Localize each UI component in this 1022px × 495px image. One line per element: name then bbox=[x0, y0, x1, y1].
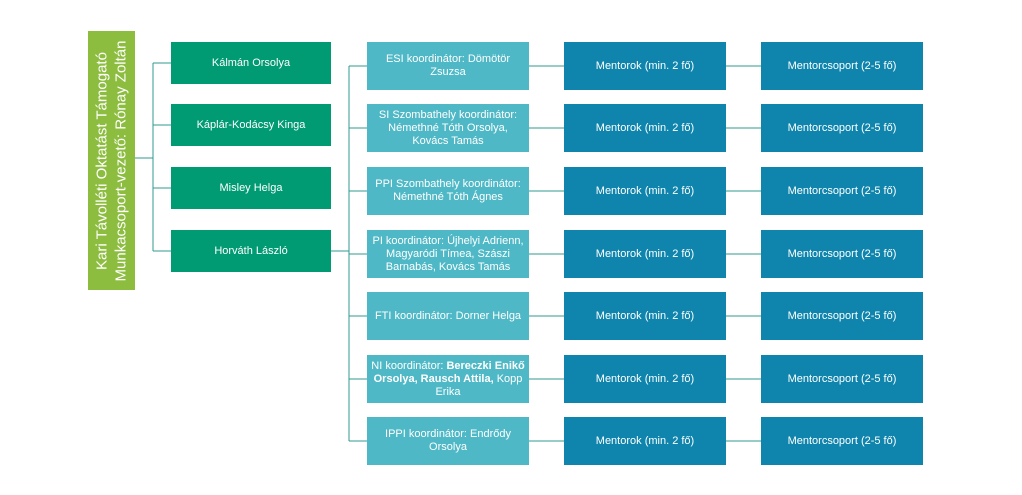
coordinator-node: IPPI koordinátor: Endrődy Orsolya bbox=[367, 417, 529, 465]
mentor-label: Mentorok (min. 2 fő) bbox=[595, 59, 695, 72]
coordinator-node: NI koordinátor: Bereczki Enikő Orsolya, … bbox=[367, 355, 529, 403]
mentor-group-node: Mentorcsoport (2-5 fő) bbox=[761, 104, 923, 152]
mentor-group-label: Mentorcsoport (2-5 fő) bbox=[787, 372, 897, 385]
coordinator-label: PPI Szombathely koordinátor: Némethné Tó… bbox=[371, 178, 525, 204]
coordinator-bold-names: Bereczki Enikő Orsolya, Rausch Attila, bbox=[373, 359, 525, 385]
member-node: Misley Helga bbox=[171, 167, 331, 209]
coordinator-label: SI Szombathely koordinátor: Némethné Tót… bbox=[371, 109, 525, 148]
mentor-label: Mentorok (min. 2 fő) bbox=[595, 247, 695, 260]
coordinator-text: FTI koordinátor: Dorner Helga bbox=[374, 309, 522, 322]
coordinator-node: ESI koordinátor: Dömötör Zsuzsa bbox=[367, 42, 529, 90]
mentor-group-node: Mentorcsoport (2-5 fő) bbox=[761, 292, 923, 340]
member-name: Misley Helga bbox=[219, 181, 283, 194]
mentor-node: Mentorok (min. 2 fő) bbox=[564, 167, 726, 215]
mentor-group-label: Mentorcsoport (2-5 fő) bbox=[787, 434, 897, 447]
mentor-group-label: Mentorcsoport (2-5 fő) bbox=[787, 184, 897, 197]
member-name: Kálmán Orsolya bbox=[211, 56, 291, 69]
coordinator-label: NI koordinátor: Bereczki Enikő Orsolya, … bbox=[371, 360, 525, 399]
coordinator-node: SI Szombathely koordinátor: Némethné Tót… bbox=[367, 104, 529, 152]
coordinator-tail: Kopp Erika bbox=[435, 372, 523, 398]
root-title-line2: Munkacsoport-vezető: Rónay Zoltán bbox=[112, 40, 130, 281]
mentor-node: Mentorok (min. 2 fő) bbox=[564, 230, 726, 278]
mentor-label: Mentorok (min. 2 fő) bbox=[595, 434, 695, 447]
root-node: Kari Távolléti Oktatást Támogató Munkacs… bbox=[88, 31, 135, 290]
coordinator-label: ESI koordinátor: Dömötör Zsuzsa bbox=[371, 53, 525, 79]
mentor-label: Mentorok (min. 2 fő) bbox=[595, 121, 695, 134]
mentor-node: Mentorok (min. 2 fő) bbox=[564, 417, 726, 465]
mentor-group-node: Mentorcsoport (2-5 fő) bbox=[761, 355, 923, 403]
coordinator-text: PI koordinátor: Újhelyi Adrienn, Magyaró… bbox=[372, 234, 524, 273]
mentor-group-node: Mentorcsoport (2-5 fő) bbox=[761, 42, 923, 90]
member-name: Káplár-Kodácsy Kinga bbox=[196, 118, 306, 131]
coordinator-text: ESI koordinátor: Dömötör Zsuzsa bbox=[385, 53, 511, 78]
member-name: Horváth László bbox=[214, 244, 288, 257]
mentor-group-label: Mentorcsoport (2-5 fő) bbox=[787, 309, 897, 322]
coordinator-node: FTI koordinátor: Dorner Helga bbox=[367, 292, 529, 340]
coordinator-text: IPPI koordinátor: Endrődy Orsolya bbox=[385, 428, 511, 453]
mentor-label: Mentorok (min. 2 fő) bbox=[595, 309, 695, 322]
mentor-node: Mentorok (min. 2 fő) bbox=[564, 104, 726, 152]
mentor-group-node: Mentorcsoport (2-5 fő) bbox=[761, 417, 923, 465]
coordinator-text: SI Szombathely koordinátor: Némethné Tót… bbox=[378, 108, 518, 147]
mentor-label: Mentorok (min. 2 fő) bbox=[595, 372, 695, 385]
mentor-node: Mentorok (min. 2 fő) bbox=[564, 355, 726, 403]
coordinator-label: IPPI koordinátor: Endrődy Orsolya bbox=[371, 428, 525, 454]
mentor-group-label: Mentorcsoport (2-5 fő) bbox=[787, 247, 897, 260]
mentor-group-label: Mentorcsoport (2-5 fő) bbox=[787, 59, 897, 72]
member-node: Kálmán Orsolya bbox=[171, 42, 331, 84]
root-title-line1: Kari Távolléti Oktatást Támogató bbox=[93, 51, 111, 270]
coordinator-text: PPI Szombathely koordinátor: Némethné Tó… bbox=[375, 178, 521, 203]
mentor-group-label: Mentorcsoport (2-5 fő) bbox=[787, 121, 897, 134]
member-node: Káplár-Kodácsy Kinga bbox=[171, 104, 331, 146]
mentor-group-node: Mentorcsoport (2-5 fő) bbox=[761, 230, 923, 278]
coordinator-node: PPI Szombathely koordinátor: Némethné Tó… bbox=[367, 167, 529, 215]
mentor-node: Mentorok (min. 2 fő) bbox=[564, 42, 726, 90]
coordinator-label: PI koordinátor: Újhelyi Adrienn, Magyaró… bbox=[371, 235, 525, 274]
mentor-label: Mentorok (min. 2 fő) bbox=[595, 184, 695, 197]
coordinator-node: PI koordinátor: Újhelyi Adrienn, Magyaró… bbox=[367, 230, 529, 278]
coordinator-text: NI koordinátor: bbox=[371, 359, 447, 372]
member-node: Horváth László bbox=[171, 230, 331, 272]
mentor-group-node: Mentorcsoport (2-5 fő) bbox=[761, 167, 923, 215]
coordinator-label: FTI koordinátor: Dorner Helga bbox=[375, 310, 521, 323]
mentor-node: Mentorok (min. 2 fő) bbox=[564, 292, 726, 340]
